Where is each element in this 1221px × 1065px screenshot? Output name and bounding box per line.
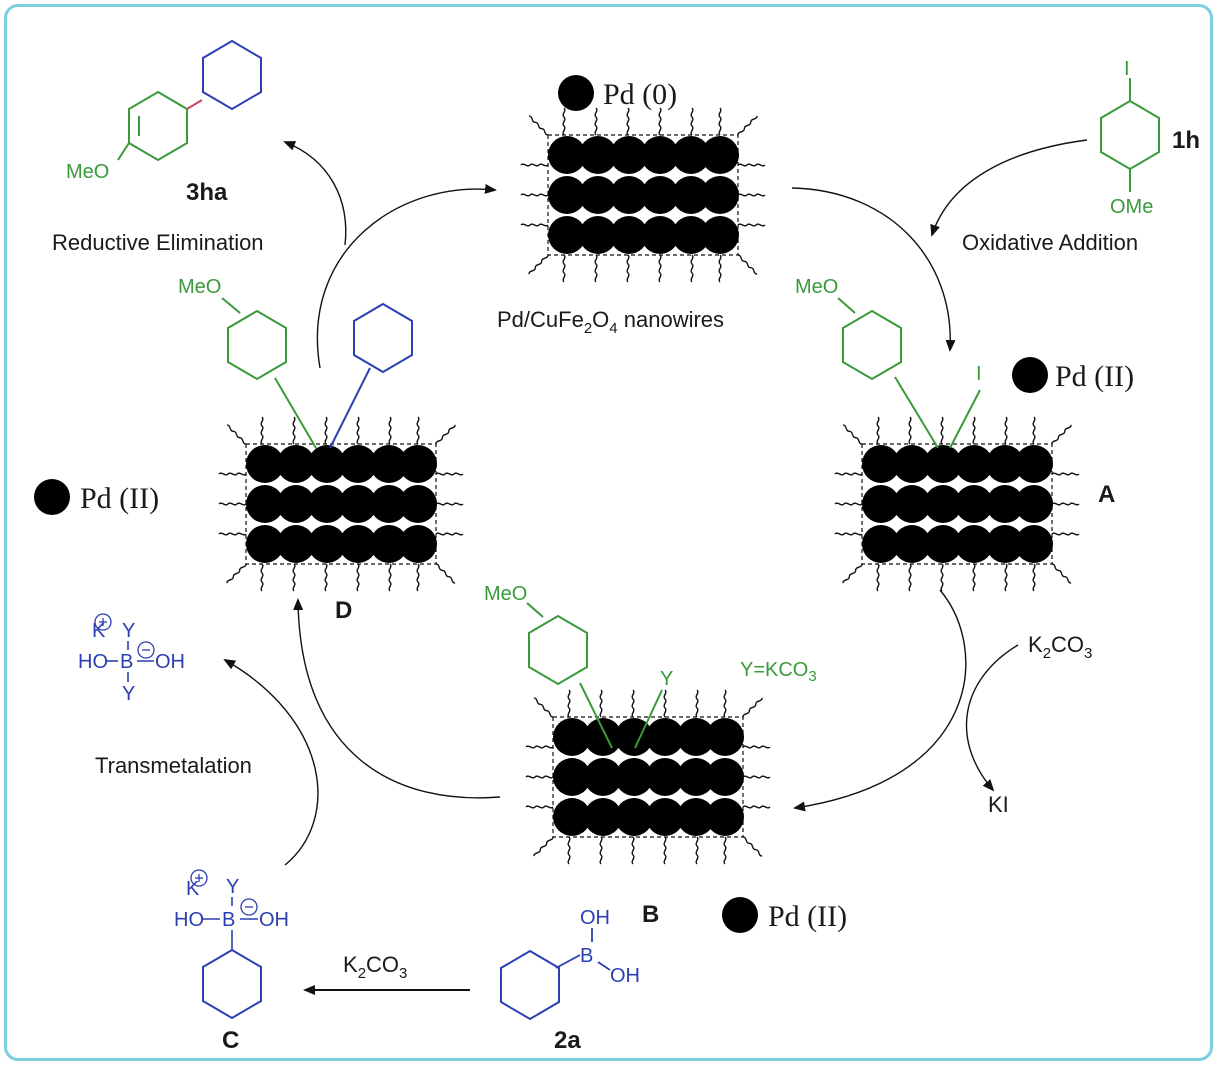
iodine-a: I <box>976 363 982 385</box>
pd-bottom-label: Pd (II) <box>768 900 847 933</box>
base-right: K2CO3 <box>1028 632 1092 662</box>
c-b: B <box>222 909 235 931</box>
byproduct-ki: KI <box>988 792 1009 817</box>
intermediate-c-structure: K Y HO B OH <box>174 869 289 1019</box>
pd-dot-right <box>1012 357 1048 393</box>
nanowire-a <box>835 417 1079 591</box>
c-oh: OH <box>259 909 289 931</box>
y-b: Y <box>660 668 673 690</box>
borate-oh: OH <box>155 651 185 673</box>
arrow-d-to-top <box>316 183 497 369</box>
pd-top-label: Pd (0) <box>603 78 677 111</box>
step-reductive-elimination: Reductive Elimination <box>52 230 264 255</box>
intermediate-b-ligands: MeO Y Y=KCO3 <box>484 583 817 749</box>
pd-dot-left <box>34 479 70 515</box>
2a-b: B <box>580 945 593 967</box>
pd-dot-top <box>558 75 594 111</box>
borate-ho: HO <box>78 651 108 673</box>
arrow-c-to-borate <box>223 659 319 866</box>
iodine-1h: I <box>1124 58 1130 80</box>
product-3ha-label: 3ha <box>186 179 228 206</box>
intermediate-b-label: B <box>642 901 659 928</box>
product-meo: MeO <box>66 161 109 183</box>
meo-b: MeO <box>484 583 527 605</box>
2a-oh-top: OH <box>580 907 610 929</box>
meo-a: MeO <box>795 276 838 298</box>
borate-k: K <box>92 620 106 642</box>
boronic-acid-2a-structure: B OH OH <box>500 907 640 1020</box>
pd-right-label: Pd (II) <box>1055 360 1134 393</box>
step-oxidative-addition: Oxidative Addition <box>962 230 1138 255</box>
intermediate-d-ligands: MeO <box>178 276 413 449</box>
borate-b: B <box>120 651 133 673</box>
boronic-acid-2a-label: 2a <box>554 1027 581 1054</box>
pd-dot-bottom <box>722 897 758 933</box>
nanowire-d <box>219 417 463 591</box>
c-ho: HO <box>174 909 204 931</box>
arrow-top-to-a <box>791 187 956 352</box>
intermediate-a-ligands: MeO I <box>795 276 982 449</box>
arrow-k2co3-ki <box>965 644 1019 792</box>
borate-y-bottom: Y <box>122 683 135 705</box>
borate-structure: K Y HO B OH Y <box>78 613 185 705</box>
aryl-iodide-1h-label: 1h <box>1172 127 1200 154</box>
arrow-b-to-d <box>293 598 501 799</box>
2a-oh-right: OH <box>610 965 640 987</box>
product-3ha-structure: MeO <box>66 40 262 183</box>
nanowire-b <box>526 690 770 864</box>
aryl-iodide-1h-structure: I OMe <box>1100 58 1160 218</box>
catalyst-label: Pd/CuFe2O4 nanowires <box>497 307 724 337</box>
arrow-to-product <box>283 141 347 246</box>
arrow-a-to-b <box>793 589 967 812</box>
step-transmetalation: Transmetalation <box>95 753 252 778</box>
intermediate-c-label: C <box>222 1027 239 1054</box>
meo-d: MeO <box>178 276 221 298</box>
base-bottom: K2CO3 <box>343 952 407 982</box>
intermediate-d-label: D <box>335 597 352 624</box>
y-definition: Y=KCO3 <box>740 659 817 685</box>
borate-y-top: Y <box>122 620 135 642</box>
arrow-from-1h <box>930 139 1088 237</box>
ome-1h: OMe <box>1110 196 1153 218</box>
pd-left-label: Pd (II) <box>80 482 159 515</box>
intermediate-a-label: A <box>1098 481 1115 508</box>
c-k: K <box>186 878 200 900</box>
c-y: Y <box>226 876 239 898</box>
nanowire-top <box>521 108 765 282</box>
